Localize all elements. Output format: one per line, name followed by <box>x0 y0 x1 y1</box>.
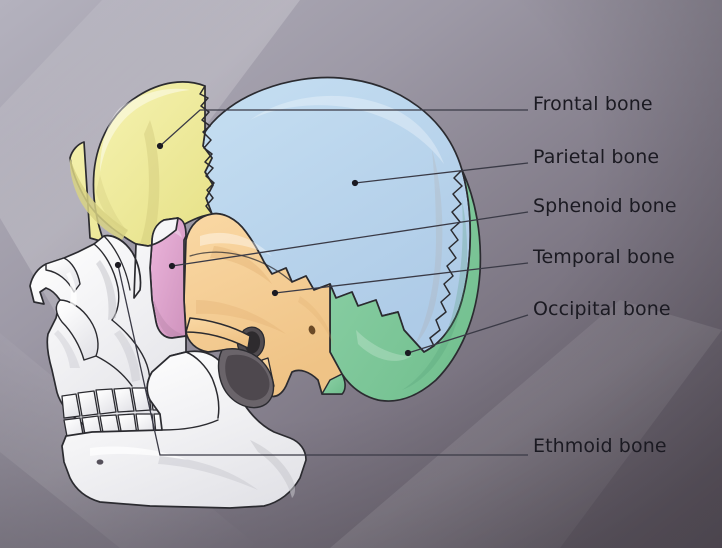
label-ethmoid: Ethmoid bone <box>533 435 667 457</box>
leader-dots <box>114 142 412 357</box>
bone-region-occipital <box>329 169 482 402</box>
leader-dot-ethmoid <box>114 261 122 269</box>
leader-line-frontal <box>159 109 528 147</box>
leader-dot-occipital <box>404 349 412 357</box>
leader-dot-temporal <box>271 289 279 297</box>
bone-region-facial <box>29 217 187 433</box>
occipital-condyle <box>321 373 346 395</box>
label-temporal: Temporal bone <box>533 246 675 268</box>
leader-lines <box>117 109 529 456</box>
leader-line-temporal <box>274 262 529 294</box>
label-frontal: Frontal bone <box>533 93 653 115</box>
leader-dot-sphenoid <box>168 262 176 270</box>
leader-dot-parietal <box>351 179 359 187</box>
leader-line-sphenoid <box>171 211 529 267</box>
leader-line-parietal <box>354 162 529 184</box>
label-occipital: Occipital bone <box>533 298 671 320</box>
leader-line-occipital <box>407 314 529 354</box>
bone-region-mandible <box>61 348 307 509</box>
leader-dot-frontal <box>156 142 164 150</box>
label-parietal: Parietal bone <box>533 146 660 168</box>
bone-region-frontal <box>69 81 214 247</box>
leader-line-ethmoid <box>117 264 528 456</box>
label-sphenoid: Sphenoid bone <box>533 195 677 217</box>
